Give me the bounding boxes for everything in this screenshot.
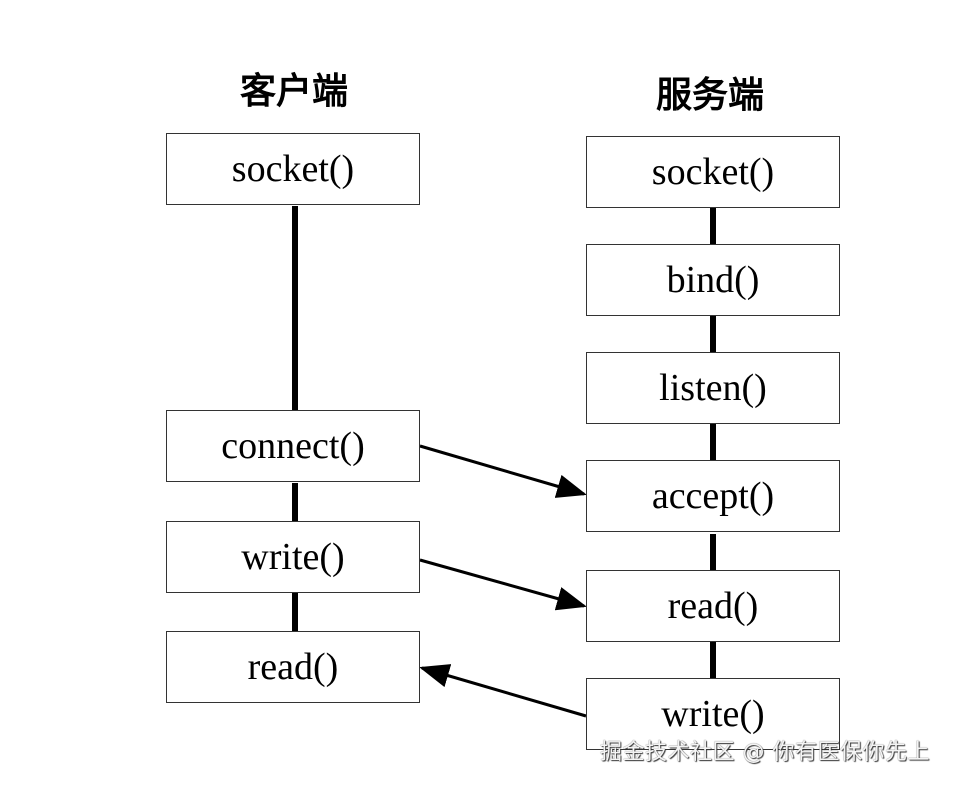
arrow-write-to-read bbox=[419, 558, 587, 611]
server-step-accept: accept() bbox=[586, 460, 840, 532]
server-step-read: read() bbox=[586, 570, 840, 642]
arrow-connect-to-accept bbox=[419, 444, 587, 498]
watermark-text: 掘金技术社区 @ 你有医保你先上 bbox=[600, 740, 930, 765]
client-title: 客户端 bbox=[239, 71, 348, 112]
client-step-connect: connect() bbox=[166, 410, 420, 482]
server-step-bind: bind() bbox=[586, 244, 840, 316]
client-step-read: read() bbox=[166, 631, 420, 703]
server-title: 服务端 bbox=[655, 75, 764, 116]
client-step-write: write() bbox=[166, 521, 420, 593]
client-step-socket: socket() bbox=[166, 133, 420, 205]
server-step-socket: socket() bbox=[586, 136, 840, 208]
server-step-listen: listen() bbox=[586, 352, 840, 424]
arrow-write-to-read-reply bbox=[419, 664, 587, 718]
server-step-write: write() bbox=[586, 678, 840, 750]
